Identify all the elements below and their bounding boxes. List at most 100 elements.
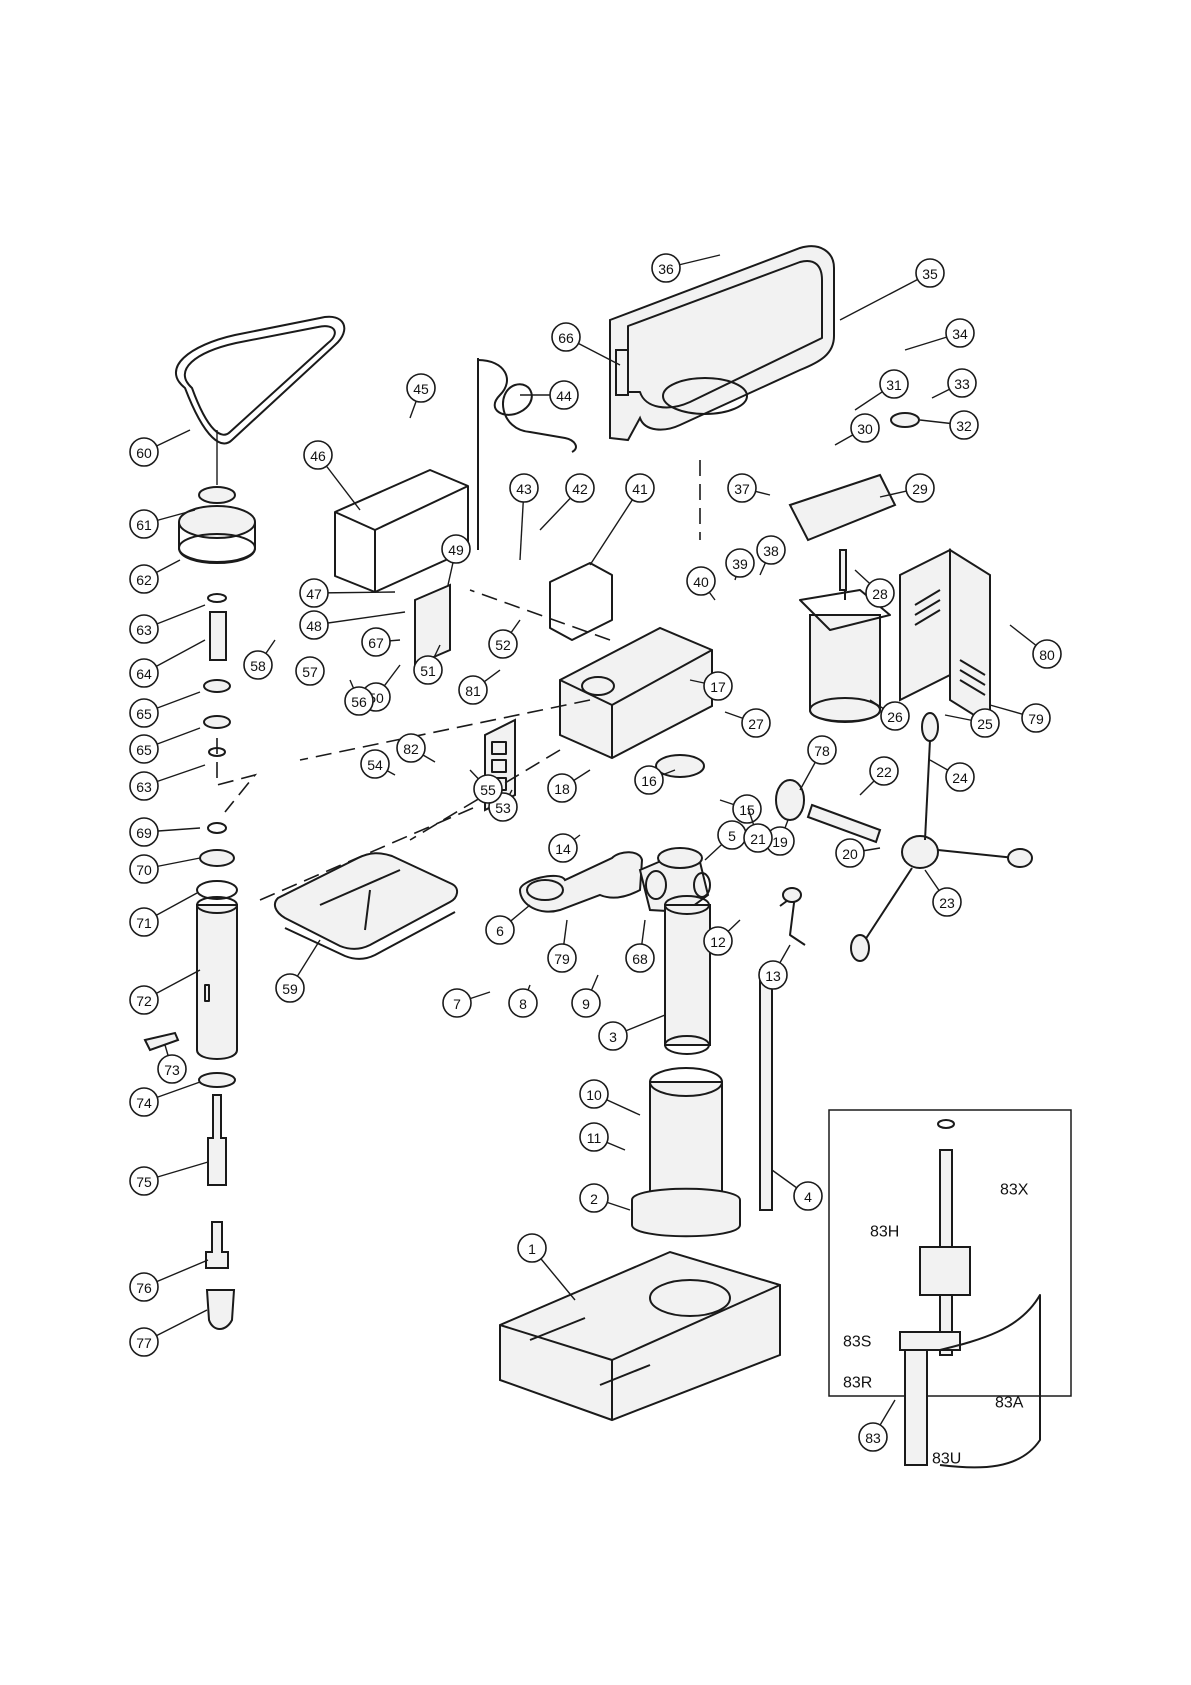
callout-number: 4 (804, 1189, 812, 1205)
callout-number: 35 (922, 266, 938, 282)
callout-number: 38 (763, 543, 779, 559)
callout-number: 20 (842, 846, 858, 862)
callout-number: 76 (136, 1280, 152, 1296)
inset-label-83h: 83H (870, 1224, 899, 1241)
arbor (206, 1222, 228, 1268)
callout-number: 62 (136, 572, 152, 588)
callout-7: 7 (443, 989, 490, 1017)
callout-72: 72 (130, 970, 200, 1014)
callout-1: 1 (518, 1234, 575, 1300)
callout-number: 27 (748, 716, 764, 732)
callout-leader (840, 273, 930, 320)
callout-number: 21 (750, 831, 766, 847)
part-drawings (145, 246, 1071, 1467)
v-belt (176, 317, 344, 444)
callout-48: 48 (300, 611, 405, 639)
callout-number: 61 (136, 517, 152, 533)
depth-ring (776, 780, 804, 820)
inset-label-83x: 83X (1000, 1182, 1029, 1199)
callout-number: 60 (136, 445, 152, 461)
callout-number: 63 (136, 779, 152, 795)
callout-number: 67 (368, 635, 384, 651)
callout-73: 73 (158, 1045, 186, 1083)
callout-68: 68 (626, 920, 654, 972)
callout-number: 14 (555, 841, 571, 857)
callout-63a: 63 (130, 605, 205, 643)
guard-knob (891, 413, 919, 427)
callout-34: 34 (905, 319, 974, 350)
callout-number: 25 (977, 716, 993, 732)
callout-4: 4 (772, 1170, 822, 1210)
callout-number: 1 (528, 1241, 536, 1257)
callout-number: 24 (952, 770, 968, 786)
callout-77: 77 (130, 1310, 207, 1356)
callout-number: 6 (496, 923, 504, 939)
motor-mount-plate (790, 475, 895, 540)
callout-number: 31 (886, 377, 902, 393)
column-collar (656, 755, 704, 777)
callout-number: 5 (728, 828, 736, 844)
callout-76: 76 (130, 1260, 208, 1301)
callout-20: 20 (836, 839, 880, 867)
callout-number: 32 (956, 418, 972, 434)
callout-number: 37 (734, 481, 750, 497)
callout-70: 70 (130, 855, 200, 883)
callout-number: 78 (814, 743, 830, 759)
callout-27: 27 (725, 709, 770, 737)
callout-78: 78 (800, 736, 836, 790)
callout-number: 9 (582, 996, 590, 1012)
drift-key (145, 1033, 178, 1050)
callout-54: 54 (361, 750, 395, 778)
callout-number: 2 (590, 1191, 598, 1207)
callout-47: 47 (300, 579, 395, 607)
callout-74: 74 (130, 1082, 200, 1116)
callout-35: 35 (840, 259, 944, 320)
callout-number: 29 (912, 481, 928, 497)
callout-64: 64 (130, 640, 205, 687)
feed-hub (902, 836, 938, 868)
callout-75: 75 (130, 1162, 208, 1195)
callout-number: 83 (865, 1430, 881, 1446)
callout-number: 54 (367, 757, 383, 773)
callout-8: 8 (509, 985, 537, 1017)
callout-38: 38 (757, 536, 785, 575)
callout-number: 82 (403, 741, 419, 757)
callout-2: 2 (580, 1184, 630, 1212)
callout-number: 23 (939, 895, 955, 911)
callout-13: 13 (759, 945, 790, 989)
callout-57: 57 (296, 657, 324, 685)
callout-65a: 65 (130, 692, 200, 727)
callout-63b: 63 (130, 765, 205, 800)
rack (760, 970, 772, 1210)
callout-6: 6 (486, 905, 530, 944)
callout-31: 31 (855, 370, 908, 410)
callout-number: 22 (876, 764, 892, 780)
quill (197, 905, 237, 1059)
callout-45: 45 (407, 374, 435, 418)
callout-number: 16 (641, 773, 657, 789)
motor-side-cover (900, 550, 950, 700)
rear-bracket (335, 470, 468, 592)
callout-number: 8 (519, 996, 527, 1012)
callout-18: 18 (548, 770, 590, 802)
callout-65b: 65 (130, 728, 200, 763)
callout-33: 33 (932, 369, 976, 398)
callout-14: 14 (549, 834, 580, 862)
callout-number: 49 (448, 542, 464, 558)
callout-37: 37 (728, 474, 770, 502)
column-support (650, 1082, 722, 1195)
callout-number: 41 (632, 481, 648, 497)
callout-58: 58 (244, 640, 275, 679)
callout-number: 17 (710, 679, 726, 695)
switch-bracket (550, 563, 612, 640)
callout-number: 69 (136, 825, 152, 841)
callout-number: 43 (516, 481, 532, 497)
callout-number: 68 (632, 951, 648, 967)
callout-41: 41 (590, 474, 654, 565)
callout-number: 55 (480, 782, 496, 798)
callout-36: 36 (652, 254, 720, 282)
callout-number: 75 (136, 1174, 152, 1190)
callout-79a: 79 (548, 920, 576, 972)
callout-number: 28 (872, 586, 888, 602)
callout-15: 15 (720, 795, 761, 823)
